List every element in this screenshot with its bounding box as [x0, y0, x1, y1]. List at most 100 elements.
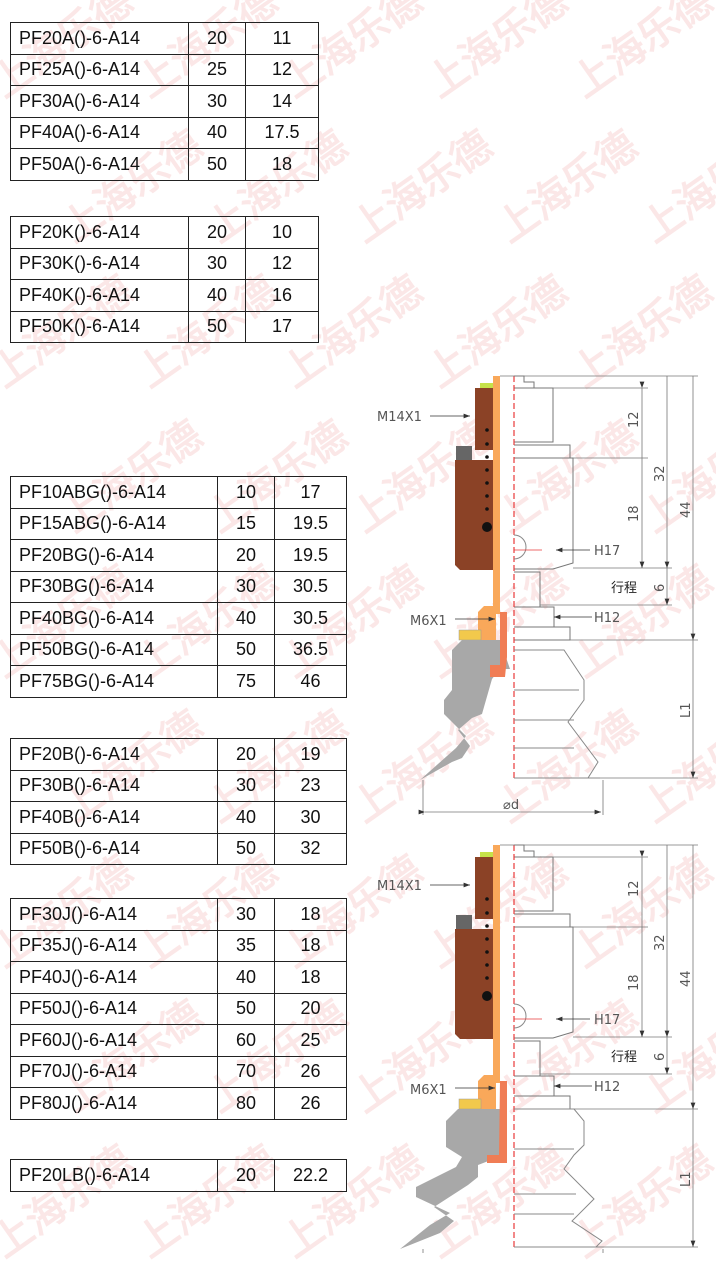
dim-d: ⌀d: [503, 798, 519, 813]
length-cell: 12: [245, 53, 319, 86]
dim-12: 12: [627, 411, 642, 428]
diagram-bellows-cup: M14X1 H17 行程 M6X1 H12 12 18 32 6 44 L1 ⌀…: [377, 375, 698, 815]
model-cell: PF20A()-6-A14: [10, 22, 189, 55]
cup-outline: [514, 649, 600, 779]
diameter-cell: 20: [188, 22, 246, 55]
piston-tube: [478, 845, 500, 1117]
length-cell: 22.2: [274, 1159, 347, 1192]
dim-12: 12: [627, 880, 642, 897]
model-cell: PF50K()-6-A14: [10, 310, 189, 343]
model-cell: PF40A()-6-A14: [10, 116, 189, 149]
diameter-cell: 50: [217, 992, 275, 1025]
diameter-cell: 50: [188, 310, 246, 343]
hex-bottom-label: H12: [594, 611, 620, 626]
length-cell: 17: [245, 310, 319, 343]
model-cell: PF50B()-6-A14: [10, 832, 218, 865]
model-cell: PF30B()-6-A14: [10, 769, 218, 802]
model-cell: PF50BG()-6-A14: [10, 633, 218, 666]
model-cell: PF15ABG()-6-A14: [10, 507, 218, 540]
dim-32: 32: [653, 934, 668, 951]
diameter-cell: 70: [217, 1055, 275, 1088]
thread-top-label: M14X1: [377, 410, 422, 425]
diameter-cell: 20: [188, 216, 246, 249]
length-cell: 18: [274, 961, 347, 994]
dim-44: 44: [679, 501, 694, 518]
model-cell: PF20K()-6-A14: [10, 216, 189, 249]
length-cell: 26: [274, 1055, 347, 1088]
hex-top-label: H17: [594, 544, 620, 559]
length-cell: 46: [274, 665, 347, 698]
cup-outline: [514, 1108, 604, 1248]
cup-insert: [487, 1081, 507, 1163]
model-cell: PF25A()-6-A14: [10, 53, 189, 86]
dim-32: 32: [653, 465, 668, 482]
length-cell: 12: [245, 247, 319, 280]
length-cell: 19.5: [274, 539, 347, 572]
model-cell: PF35J()-6-A14: [10, 929, 218, 962]
length-cell: 18: [274, 898, 347, 931]
dim-l1: L1: [679, 702, 694, 718]
diameter-cell: 75: [217, 665, 275, 698]
model-cell: PF50A()-6-A14: [10, 148, 189, 181]
model-cell: PF80J()-6-A14: [10, 1087, 218, 1120]
diameter-cell: 50: [217, 633, 275, 666]
dim-18: 18: [627, 974, 642, 991]
length-cell: 17.5: [245, 116, 319, 149]
washer: [458, 1098, 482, 1110]
diameter-cell: 50: [188, 148, 246, 181]
model-cell: PF70J()-6-A14: [10, 1055, 218, 1088]
hex-top-label: H17: [594, 1013, 620, 1028]
model-cell: PF40BG()-6-A14: [10, 602, 218, 635]
length-cell: 18: [245, 148, 319, 181]
length-cell: 16: [245, 279, 319, 312]
diameter-cell: 20: [217, 738, 275, 771]
length-cell: 30.5: [274, 570, 347, 603]
model-cell: PF60J()-6-A14: [10, 1024, 218, 1057]
length-cell: 32: [274, 832, 347, 865]
suction-cup: [400, 1109, 504, 1249]
length-cell: 20: [274, 992, 347, 1025]
diameter-cell: 40: [188, 116, 246, 149]
diameter-cell: 30: [188, 247, 246, 280]
model-cell: PF10ABG()-6-A14: [10, 476, 218, 509]
dim-44: 44: [679, 970, 694, 987]
diameter-cell: 30: [217, 570, 275, 603]
body-outline: [514, 387, 574, 641]
diameter-cell: 20: [217, 1159, 275, 1192]
dim-l1: L1: [679, 1171, 694, 1187]
length-cell: 17: [274, 476, 347, 509]
length-cell: 26: [274, 1087, 347, 1120]
thread-top-label: M14X1: [377, 879, 422, 894]
dim-18: 18: [627, 505, 642, 522]
thread-bottom-label: M6X1: [410, 1083, 447, 1098]
model-cell: PF50J()-6-A14: [10, 992, 218, 1025]
suction-cup: [420, 640, 510, 780]
dim-6: 6: [653, 584, 668, 592]
diameter-cell: 35: [217, 929, 275, 962]
cup-insert: [490, 612, 507, 677]
